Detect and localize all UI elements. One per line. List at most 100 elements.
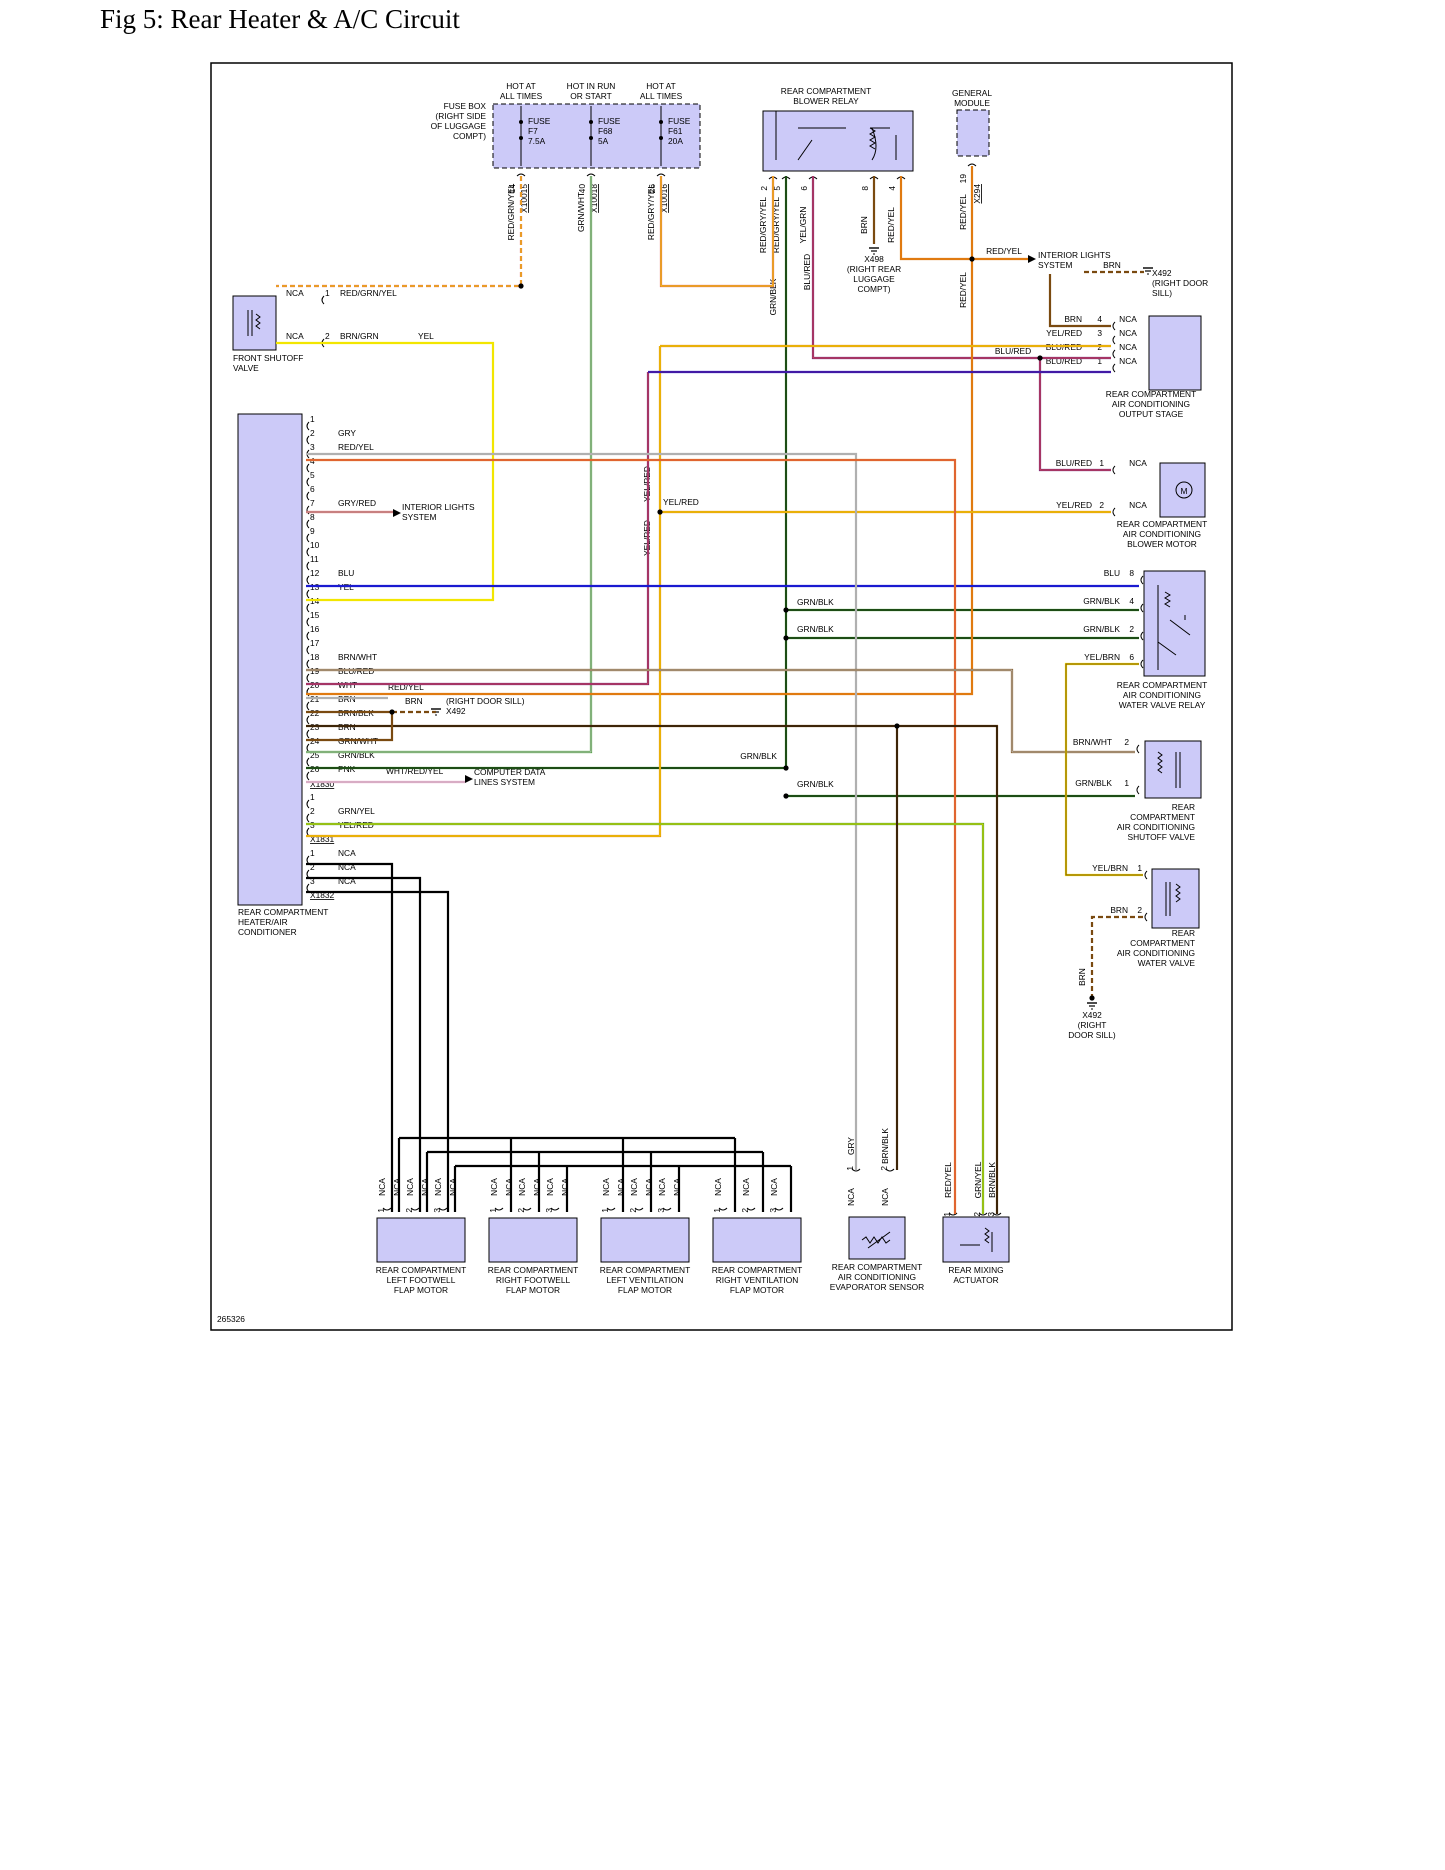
wire-red-yel-mix-stripe xyxy=(306,459,956,1214)
nca-label: NCA xyxy=(405,1178,415,1196)
connector-id: X10015 xyxy=(519,184,529,213)
pin-number: 3 xyxy=(544,1208,554,1213)
wire-red-grn-yel-stripe xyxy=(276,176,522,287)
fusebox-label: (RIGHT SIDE xyxy=(435,111,486,121)
nca-label: NCA xyxy=(657,1178,667,1196)
fuse-label: F68 xyxy=(598,126,613,136)
connector-icon xyxy=(550,1207,560,1211)
connector-icon xyxy=(516,173,526,177)
nca-label: NCA xyxy=(644,1178,654,1196)
wire-label: GRN/BLK xyxy=(797,597,834,607)
connector-icon xyxy=(967,163,977,167)
wire-label: YEL/BRN xyxy=(1084,652,1120,662)
pin-number: 1 xyxy=(942,1212,952,1217)
component-label: AIR CONDITIONING xyxy=(1112,399,1190,409)
ac-shutoff-valve xyxy=(1144,740,1202,799)
module-label: MODULE xyxy=(954,98,990,108)
wire-label: RED/GRY/YEL xyxy=(771,197,781,254)
nca-label: NCA xyxy=(1119,314,1137,324)
pin-number: 5 xyxy=(310,470,315,480)
connector-icon xyxy=(1112,507,1116,517)
pin-number: 2 xyxy=(759,186,769,191)
pin-number: 14 xyxy=(507,184,517,194)
pin-number: 2 xyxy=(879,1166,889,1171)
pin-number: 6 xyxy=(1129,652,1134,662)
connector-icon xyxy=(410,1207,420,1211)
pin-number: 40 xyxy=(577,184,587,194)
fuse-header: OR START xyxy=(570,91,612,101)
wire-label: YEL/BRN xyxy=(1092,863,1128,873)
ground-label: DOOR SILL) xyxy=(1068,1030,1116,1040)
nca-label: NCA xyxy=(560,1178,570,1196)
wire-brn-valve xyxy=(1090,915,1143,998)
wire-red-gry-yel xyxy=(659,176,775,288)
component-label: FLAP MOTOR xyxy=(506,1285,560,1295)
fuse-icon xyxy=(589,120,593,124)
system-label: LINES SYSTEM xyxy=(474,777,535,787)
wire-label: GRN/WHT xyxy=(576,192,586,232)
ground-label: X498 xyxy=(864,254,884,264)
component-label: REAR COMPARTMENT xyxy=(1106,389,1196,399)
nca-label: NCA xyxy=(1129,458,1147,468)
nca-label: NCA xyxy=(629,1178,639,1196)
pin-number: 1 xyxy=(310,414,315,424)
splice-dot xyxy=(783,635,789,641)
component-label: EVAPORATOR SENSOR xyxy=(830,1282,924,1292)
component-label: REAR COMPARTMENT xyxy=(600,1265,690,1275)
connector-icon xyxy=(306,561,310,571)
wire-label: GRY xyxy=(846,1137,856,1155)
connector-icon xyxy=(1112,349,1116,359)
fuse-label: FUSE xyxy=(668,116,691,126)
wire-nca-2 xyxy=(306,876,422,1212)
blower-motor xyxy=(1159,462,1206,518)
component-label: REAR COMPARTMENT xyxy=(1117,519,1207,529)
wire-red-grn-yel xyxy=(276,176,523,288)
nca-label: NCA xyxy=(392,1178,402,1196)
component-label: AIR CONDITIONING xyxy=(838,1272,916,1282)
splice-dot xyxy=(783,793,789,799)
wire-nca-1 xyxy=(306,862,394,1212)
wire-brn-21 xyxy=(306,710,394,742)
rear-water-valve xyxy=(1151,868,1200,929)
wire-label: GRN/BLK xyxy=(338,750,375,760)
wire-label: RED/GRY/YEL xyxy=(646,184,656,241)
component-label: REAR COMPARTMENT xyxy=(1117,680,1207,690)
component-label: RIGHT FOOTWELL xyxy=(496,1275,571,1285)
pin-number: 2 xyxy=(740,1208,750,1213)
wire-brn-blk-mix-stripe xyxy=(306,725,998,1214)
fuse-header: ALL TIMES xyxy=(500,91,543,101)
fuse-box xyxy=(492,103,701,169)
pin-number: 2 xyxy=(628,1208,638,1213)
wire-label: GRN/YEL xyxy=(338,806,375,816)
relay-switch-icon xyxy=(1157,585,1191,670)
wire-label: NCA xyxy=(338,848,356,858)
pin-number: 1 xyxy=(600,1208,610,1213)
component-label: HEATER/AIR xyxy=(238,917,288,927)
wire-label: GRN/BLK xyxy=(1083,596,1120,606)
component-label: REAR COMPARTMENT xyxy=(832,1262,922,1272)
general-module xyxy=(956,109,990,157)
pin-number: 2 xyxy=(1099,500,1104,510)
nca-label: NCA xyxy=(286,331,304,341)
connector-id: X1831 xyxy=(310,834,335,844)
connector-icon xyxy=(978,1212,988,1216)
pin-number: 2 xyxy=(310,428,315,438)
pin-number: 5 xyxy=(772,186,782,191)
nca-label: NCA xyxy=(504,1178,514,1196)
wire-label: RED/GRY/YEL xyxy=(758,197,768,254)
pin-number: 1 xyxy=(310,792,315,802)
nca-label: NCA xyxy=(769,1178,779,1196)
nca-label: NCA xyxy=(672,1178,682,1196)
wire-label: BLU/RED xyxy=(995,346,1031,356)
connector-icon xyxy=(1136,785,1140,795)
nca-label: NCA xyxy=(489,1178,499,1196)
pin-number: 1 xyxy=(376,1208,386,1213)
connector-icon xyxy=(306,869,310,879)
system-label: SYSTEM xyxy=(1038,260,1072,270)
wire-brn-wht-stripe xyxy=(306,669,1135,753)
wire-blu-red-motor-stripe xyxy=(1039,358,1111,471)
nca-label: NCA xyxy=(448,1178,458,1196)
splice-dot xyxy=(894,723,900,729)
pin-number: 1 xyxy=(1097,356,1102,366)
wire-label: YEL xyxy=(418,331,434,341)
